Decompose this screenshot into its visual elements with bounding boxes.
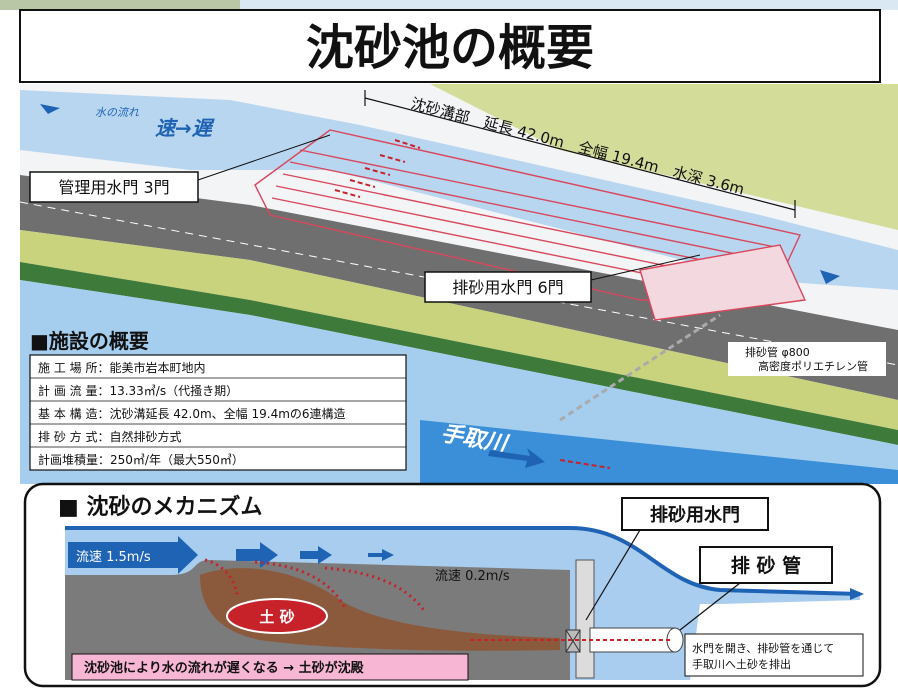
summary-box [71, 653, 469, 681]
summary-text: 沈砂池により水の流れが遅くなる → 土砂が沈殿 [84, 660, 365, 676]
flow-slow-label: 流速 0.2m/s [435, 569, 510, 584]
facility-overview: ■施設の概要 施 工 場 所：能美市岩本町地内 計 画 流 量：13.33㎥/s… [29, 329, 407, 471]
facility-row: 排 砂 方 式：自然排砂方式 [38, 429, 181, 444]
sediment-label: 土 砂 [259, 608, 294, 626]
facility-row: 計 画 流 量：13.33㎥/s（代掻き期） [38, 383, 238, 398]
sand-gates-box [424, 271, 592, 303]
sand-gate-label: 排砂用水門 [650, 504, 740, 526]
pipe-label-1: 排砂管 φ800 [745, 345, 810, 359]
note-line-2: 手取川へ土砂を排出 [692, 657, 791, 671]
water-flow-label: 水の流れ [95, 106, 140, 119]
fast-flow-box [68, 542, 178, 568]
upper-channel [20, 90, 898, 290]
sand-pipe-label: 排 砂 管 [731, 554, 801, 577]
gate-wall [575, 559, 595, 679]
mechanism-heading: ■ 沈砂のメカニズム [58, 494, 262, 520]
mgmt-gates-box [29, 171, 199, 203]
sediment-ellipse [226, 598, 328, 634]
settling-basin [254, 129, 807, 321]
note-box [684, 633, 864, 677]
flow-fast-label: 流速 1.5m/s [76, 550, 151, 565]
facility-row: 施 工 場 所：能美市岩本町地内 [38, 360, 205, 375]
title-box [19, 9, 881, 83]
speed-label: 速→遅 [155, 116, 215, 140]
sand-gates-label: 排砂用水門 6門 [452, 278, 563, 297]
facility-row: 基 本 構 造：沈砂溝延長 42.0m、全幅 19.4mの6連構造 [38, 406, 346, 421]
sand-pipe-callout [699, 546, 833, 584]
mgmt-gates-label: 管理用水門 3門 [58, 178, 169, 197]
note-line-1: 水門を開き、排砂管を通じて [692, 641, 834, 655]
page-title: 沈砂池の概要 [306, 20, 594, 76]
sand-gate-callout [621, 497, 769, 531]
facility-heading: ■施設の概要 [30, 329, 149, 353]
facility-row: 計画堆積量：250㎥/年（最大550㎥） [38, 452, 244, 467]
pipe-label-box [728, 342, 886, 376]
pipe-label-2: 高密度ポリエチレン管 [758, 359, 868, 373]
mechanism-section: ■ 沈砂のメカニズム 土 砂 流速 1.5m/s 流速 0.2m/s [23, 482, 882, 688]
